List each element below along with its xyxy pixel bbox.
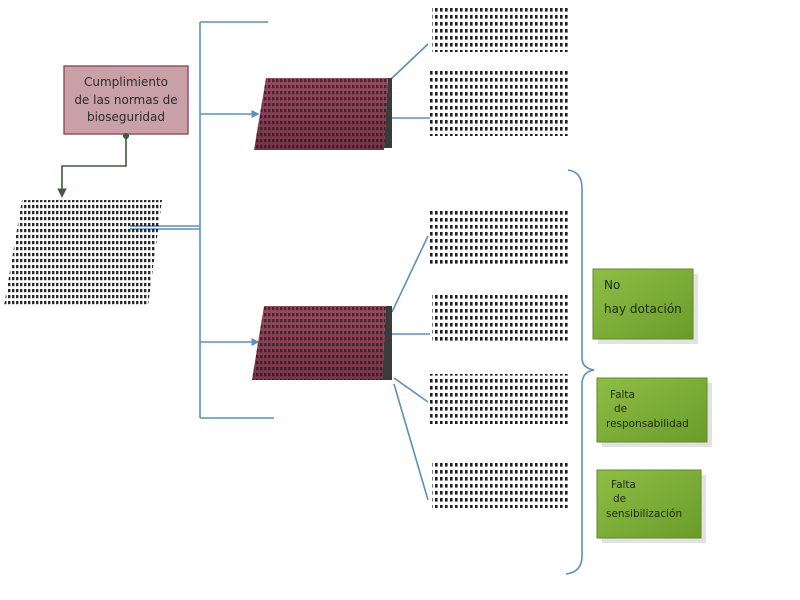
branch-bottom-to-text-3	[393, 377, 429, 403]
cause-node-2-line-1: Falta	[610, 389, 635, 401]
cause-node-2-box	[596, 377, 708, 443]
cause-node-1-line-2: hay dotación	[604, 302, 682, 316]
root-node: Cumplimiento de las normas de biosegurid…	[63, 65, 189, 135]
root-node-box	[63, 65, 189, 135]
leaf-text-block-5	[430, 374, 568, 424]
root-to-hub-connector	[57, 133, 129, 198]
leaf-text-block-6	[432, 462, 568, 508]
cause-node-3-box	[596, 469, 702, 539]
root-node-line-3: bioseguridad	[87, 110, 165, 124]
root-node-line-2: de las normas de	[74, 93, 177, 107]
leaf-text-block-3	[430, 208, 568, 266]
leaf-text-blocks	[430, 6, 570, 508]
cause-node-1: No hay dotación	[592, 268, 698, 344]
branch-top-node	[254, 78, 392, 150]
branch-bottom-to-text-4	[393, 383, 429, 501]
cause-node-1-box	[592, 268, 694, 340]
leaf-text-block-1	[432, 6, 568, 52]
right-brace	[565, 169, 595, 575]
cause-node-2: Falta de responsabilidad	[596, 377, 712, 447]
cause-node-3-line-3: sensibilización	[606, 508, 682, 520]
cause-node-3: Falta de sensibilización	[596, 469, 706, 543]
hub-node-text-block	[4, 200, 162, 306]
connector-lines	[130, 21, 595, 575]
branch-bottom-to-text-1	[391, 235, 429, 313]
cause-node-3-line-2: de	[613, 493, 626, 505]
leaf-text-block-4	[432, 292, 568, 342]
root-node-line-1: Cumplimiento	[84, 75, 168, 89]
cause-node-3-line-1: Falta	[611, 479, 636, 491]
cause-node-2-line-2: de	[614, 403, 627, 415]
cause-node-2-line-3: responsabilidad	[606, 418, 689, 430]
branch-top-to-text-1	[389, 43, 429, 81]
cause-node-1-line-1: No	[604, 278, 620, 292]
hub-node	[4, 200, 162, 306]
branch-bottom-node	[252, 306, 392, 380]
leaf-text-block-2	[430, 70, 570, 136]
